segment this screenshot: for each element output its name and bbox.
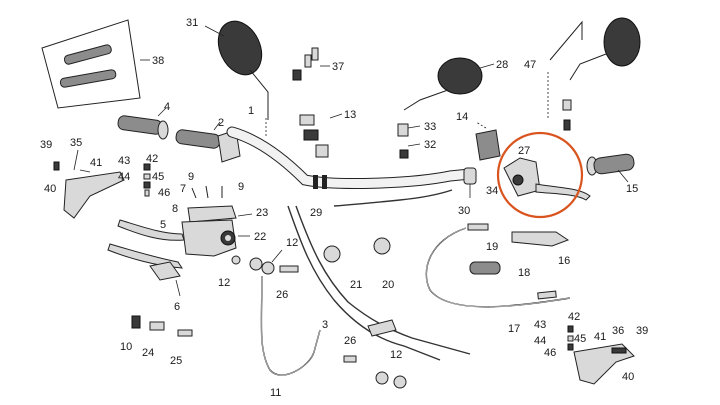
callout-37: 37 <box>332 61 344 73</box>
callout-35: 35 <box>70 137 82 149</box>
callout-47: 47 <box>524 59 536 71</box>
callout-26-b: 26 <box>344 335 356 347</box>
bar-end-30 <box>463 167 477 198</box>
callout-11: 11 <box>270 387 281 399</box>
callout-16: 16 <box>558 255 570 267</box>
callout-23: 23 <box>256 207 268 219</box>
callout-2: 2 <box>218 117 224 129</box>
spacer-33-32 <box>397 123 421 159</box>
right-handguard <box>573 343 635 385</box>
right-mirror-28 <box>403 57 495 111</box>
handlebar-clamps <box>299 113 343 158</box>
callout-6: 6 <box>174 301 180 313</box>
mirror-bolt-set <box>292 47 330 81</box>
clutch-lever-assembly <box>496 131 591 219</box>
bottom-small-parts <box>131 315 407 389</box>
callout-31: 31 <box>186 17 198 29</box>
throttle-cables <box>287 205 471 361</box>
highlight-circle <box>496 131 584 219</box>
switch-unit <box>475 121 501 161</box>
left-grip <box>117 107 169 140</box>
callout-40-right: 40 <box>622 371 634 383</box>
callout-43-right: 43 <box>534 319 546 331</box>
right-mirror-47 <box>547 17 641 131</box>
callout-41-left: 41 <box>90 157 102 169</box>
callout-15: 15 <box>626 183 638 195</box>
callout-12-c: 12 <box>390 349 402 361</box>
brake-hose <box>260 275 321 376</box>
callout-27: 27 <box>518 145 530 157</box>
callout-42-right: 42 <box>568 311 580 323</box>
callout-12-a: 12 <box>286 237 298 249</box>
callout-33: 33 <box>424 121 436 133</box>
callout-3: 3 <box>322 319 328 331</box>
callout-38: 38 <box>152 55 164 67</box>
callout-5: 5 <box>160 219 166 231</box>
clutch-cable <box>425 223 571 308</box>
callout-8: 8 <box>172 203 178 215</box>
part-18 <box>469 261 501 275</box>
callout-43-left: 43 <box>118 155 130 167</box>
screws-9-7 <box>191 185 223 199</box>
callout-10: 10 <box>120 341 132 353</box>
right-hardware <box>567 325 574 351</box>
callout-36: 36 <box>612 325 624 337</box>
callout-34: 34 <box>486 185 498 197</box>
callout-13: 13 <box>344 109 356 121</box>
part-16 <box>511 231 570 247</box>
callout-46-right: 46 <box>544 347 556 359</box>
callout-18: 18 <box>518 267 530 279</box>
callout-7: 7 <box>180 183 186 195</box>
callout-22: 22 <box>254 231 266 243</box>
callout-14: 14 <box>456 111 468 123</box>
callout-29: 29 <box>310 207 322 219</box>
callout-42-left: 42 <box>146 153 158 165</box>
callout-45-right: 45 <box>574 333 586 345</box>
callout-46-left: 46 <box>158 187 170 199</box>
callout-9-right: 9 <box>238 181 244 193</box>
callout-1: 1 <box>248 105 254 117</box>
callout-4: 4 <box>164 101 170 113</box>
callout-20: 20 <box>382 279 394 291</box>
callout-44-right: 44 <box>534 335 546 347</box>
callout-24: 24 <box>142 347 154 359</box>
callout-21: 21 <box>350 279 362 291</box>
callout-32: 32 <box>424 139 436 151</box>
inset-grips-sketch <box>41 19 150 109</box>
right-grip <box>586 153 635 183</box>
left-mirror <box>204 20 269 120</box>
callout-39-right: 39 <box>636 325 648 337</box>
callout-30: 30 <box>458 205 470 217</box>
left-handguard <box>53 149 125 219</box>
callout-19: 19 <box>486 241 498 253</box>
callout-17: 17 <box>508 323 520 335</box>
callout-40-left: 40 <box>44 183 56 195</box>
washers-bolt <box>231 249 299 275</box>
handlebar <box>226 118 476 189</box>
callout-44-left: 44 <box>118 171 130 183</box>
cable-29 <box>333 189 453 207</box>
callout-25: 25 <box>170 355 182 367</box>
callout-12-b: 12 <box>218 277 230 289</box>
callout-45-left: 45 <box>152 171 164 183</box>
left-hardware <box>143 163 151 197</box>
callout-labels: 31 38 37 28 47 4 1 13 2 33 14 39 35 32 2… <box>40 17 648 399</box>
callout-9-left: 9 <box>188 171 194 183</box>
callout-41-right: 41 <box>594 331 606 343</box>
brake-lever <box>107 219 185 297</box>
callout-26-a: 26 <box>276 289 288 301</box>
callout-39-left: 39 <box>40 139 52 151</box>
callout-28: 28 <box>496 59 508 71</box>
master-cylinder <box>181 205 253 257</box>
